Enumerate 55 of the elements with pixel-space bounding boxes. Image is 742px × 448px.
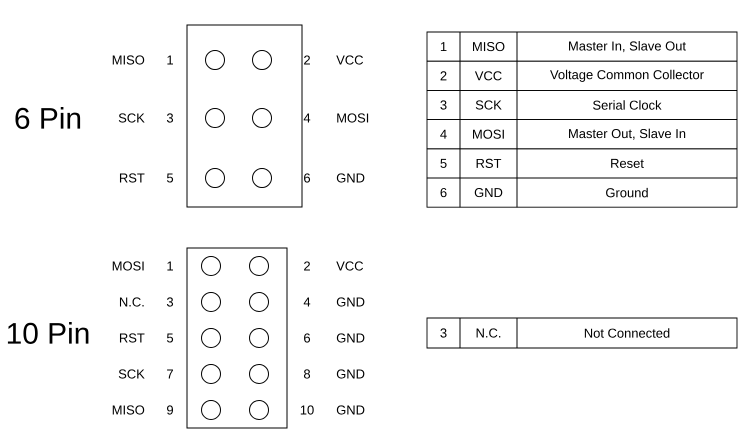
table-cell: N.C. <box>460 318 518 348</box>
connector-title: 10 Pin <box>8 322 88 344</box>
pin-number: 4 <box>304 298 310 306</box>
pin-number: 4 <box>304 114 310 122</box>
pin-number: 9 <box>167 405 173 415</box>
pin-name: VCC <box>336 55 364 65</box>
pin-number: 2 <box>304 55 310 65</box>
pin-name: GND <box>336 297 364 307</box>
table-cell: 6 <box>426 178 460 208</box>
pin-name: RST <box>120 173 144 183</box>
table-cell: 4 <box>426 119 460 150</box>
table-cell: VCC <box>460 60 518 91</box>
pin-number: 3 <box>166 297 174 307</box>
table-cell: 3 <box>426 318 460 348</box>
pin-name: GND <box>336 369 364 379</box>
table-cell: Master In, Slave Out <box>516 32 738 62</box>
pin-number: 6 <box>304 173 310 183</box>
pin-number: 8 <box>304 369 310 379</box>
pin-name: SCK <box>118 369 145 379</box>
pin-number: 5 <box>166 333 174 342</box>
pin-name: GND <box>336 333 364 343</box>
pin-number: 6 <box>304 333 310 343</box>
pin-name: GND <box>336 405 364 415</box>
table-cell: Voltage Common Collector <box>516 60 738 91</box>
pin-number: 1 <box>167 262 173 270</box>
pin-name: N.C. <box>120 297 144 307</box>
pin-name: MISO <box>112 405 144 415</box>
table-cell: 5 <box>426 148 460 178</box>
pin-name: MOSI <box>112 261 144 271</box>
pin-number: 2 <box>304 261 310 271</box>
table-cell: RST <box>460 148 518 178</box>
connector-title: 6 Pin <box>15 107 80 129</box>
table-cell: SCK <box>460 90 518 120</box>
pin-name: MISO <box>112 55 144 65</box>
pin-number: 5 <box>166 173 174 182</box>
pin-number: 1 <box>167 56 173 64</box>
table-cell: Serial Clock <box>516 90 738 120</box>
table-cell: MOSI <box>460 119 518 150</box>
table-cell: Reset <box>516 148 738 178</box>
pin-number: 7 <box>167 370 173 378</box>
table-cell: Master Out, Slave In <box>516 119 738 150</box>
pin-name: MOSI <box>337 113 368 123</box>
table-cell: Not Connected <box>516 318 738 348</box>
pin-name: SCK <box>118 113 145 123</box>
pin-number: 10 <box>300 405 314 415</box>
table-cell: 1 <box>426 32 460 62</box>
table-cell: GND <box>460 178 518 208</box>
table-cell: MISO <box>460 32 518 62</box>
table-cell: 2 <box>426 60 460 91</box>
pin-name: RST <box>120 333 144 343</box>
pin-name: VCC <box>336 261 364 271</box>
pin-number: 3 <box>166 113 174 123</box>
pin-name: GND <box>336 173 364 183</box>
table-cell: 3 <box>426 90 460 120</box>
table-cell: Ground <box>516 178 738 208</box>
